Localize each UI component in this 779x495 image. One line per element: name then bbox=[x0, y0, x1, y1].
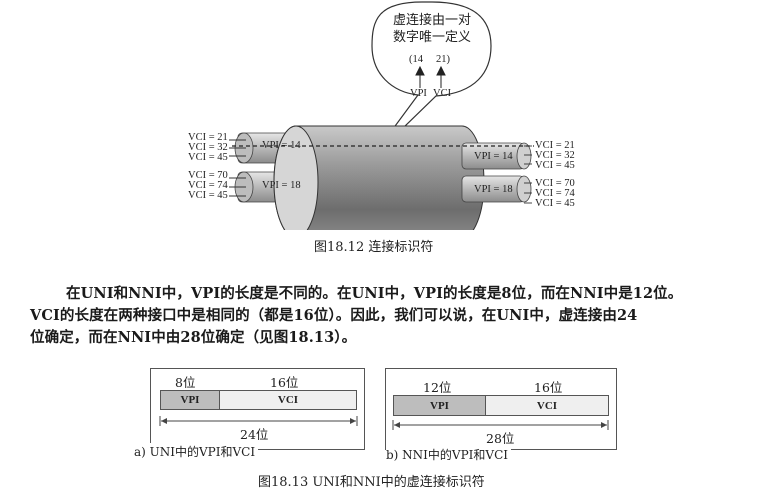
left-vpi14-label: VPI = 14 bbox=[262, 140, 301, 151]
connection-identifier-diagram bbox=[229, 1, 534, 230]
pair-vpi-value: (14 bbox=[409, 54, 423, 65]
right-vci-label: VCI = 45 bbox=[535, 160, 575, 171]
uni-vci-bits: 16位 bbox=[270, 375, 299, 390]
figure-18-12: 虚连接由一对 数字唯一定义 (14 21) VPI VCI VCI = 21 V… bbox=[188, 1, 575, 255]
paragraph-line-2: VCI的长度在两种接口中是相同的（都是16位）。因此，我们可以说，在UNI中，虚… bbox=[30, 307, 638, 324]
left-vci-label: VCI = 74 bbox=[188, 180, 228, 191]
right-wires bbox=[524, 145, 532, 204]
figure-18-13-caption: 图18.13 UNI和NNI中的虚连接标识符 bbox=[258, 475, 485, 490]
right-vci-label: VCI = 70 bbox=[535, 178, 575, 189]
uni-caption: a) UNI中的VPI和VCI bbox=[134, 443, 259, 460]
right-vci-label: VCI = 45 bbox=[535, 198, 575, 209]
left-vci-label: VCI = 45 bbox=[188, 152, 228, 163]
uni-vpi-field: VPI bbox=[161, 391, 220, 409]
uni-total-arrow bbox=[159, 416, 358, 426]
nni-vci-field: VCI bbox=[486, 396, 608, 415]
nni-total-bits: 28位 bbox=[486, 431, 515, 446]
right-vpi18-label: VPI = 18 bbox=[474, 184, 513, 195]
left-vpi18-label: VPI = 18 bbox=[262, 180, 301, 191]
nni-vpi-field: VPI bbox=[394, 396, 486, 415]
right-vpi14-label: VPI = 14 bbox=[474, 151, 513, 162]
bubble-arrows bbox=[415, 65, 446, 88]
nni-caption: b) NNI中的VPI和VCI bbox=[386, 446, 511, 463]
left-vci-label: VCI = 21 bbox=[188, 132, 228, 143]
right-vci-label: VCI = 32 bbox=[535, 150, 575, 161]
body-paragraph: 在UNI和NNI中，VPI的长度是不同的。在UNI中，VPI的长度是8位，而在N… bbox=[30, 283, 765, 349]
nni-vci-bits: 16位 bbox=[534, 380, 563, 395]
nni-field-box: VPI VCI bbox=[393, 395, 609, 416]
uni-field-box: VPI VCI bbox=[160, 390, 357, 410]
bubble-vpi-label: VPI bbox=[410, 88, 427, 99]
bubble-line-1: 虚连接由一对 bbox=[392, 13, 471, 28]
paragraph-line-3: 位确定，而在NNI中由28位确定（见图18.13）。 bbox=[30, 329, 357, 346]
bubble-vci-label: VCI bbox=[433, 88, 452, 99]
left-vci-label: VCI = 32 bbox=[188, 142, 228, 153]
left-vci-label: VCI = 45 bbox=[188, 190, 228, 201]
uni-vpi-bits: 8位 bbox=[175, 375, 196, 390]
right-vci-label: VCI = 74 bbox=[535, 188, 575, 199]
right-vci-label: VCI = 21 bbox=[535, 140, 575, 151]
left-wires bbox=[229, 139, 246, 197]
bubble-line-2: 数字唯一定义 bbox=[392, 30, 471, 45]
nni-total-arrow bbox=[392, 420, 609, 430]
pair-vci-value: 21) bbox=[436, 54, 450, 65]
uni-vci-field: VCI bbox=[220, 391, 356, 409]
uni-total-bits: 24位 bbox=[240, 427, 269, 442]
paragraph-line-1: 在UNI和NNI中，VPI的长度是不同的。在UNI中，VPI的长度是8位，而在N… bbox=[66, 285, 683, 302]
nni-vpi-bits: 12位 bbox=[423, 380, 452, 395]
left-vci-label: VCI = 70 bbox=[188, 170, 228, 181]
figure-18-12-caption: 图18.12 连接标识符 bbox=[314, 240, 434, 255]
